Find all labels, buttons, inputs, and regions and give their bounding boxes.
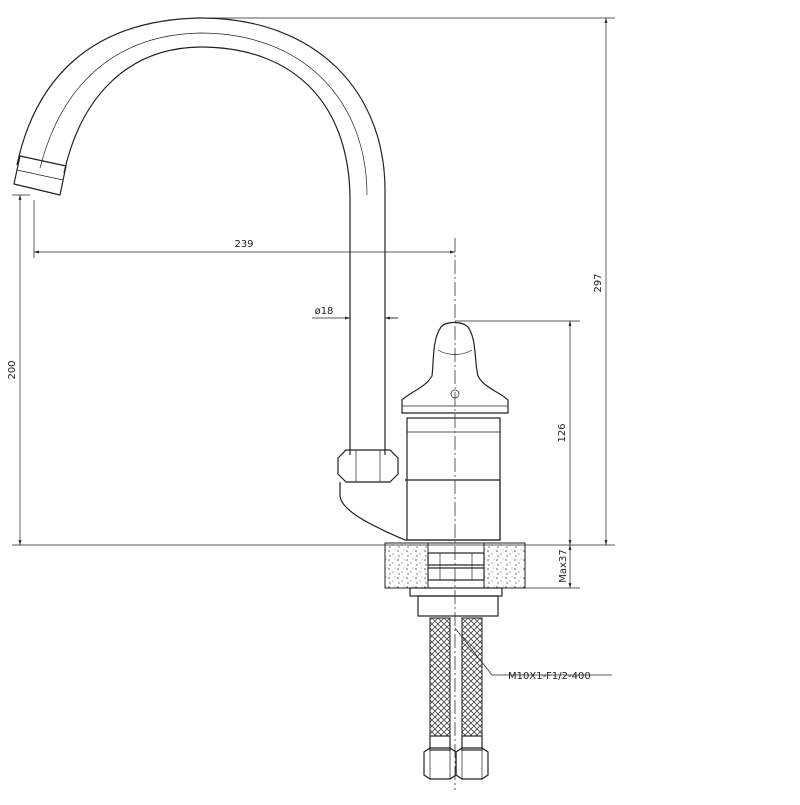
label-reach: 239 xyxy=(234,239,253,250)
hose-callout-leader xyxy=(454,627,612,676)
label-spout-height: 200 xyxy=(7,360,18,379)
hose-nuts xyxy=(423,747,489,780)
dimension-body-height xyxy=(455,320,580,545)
spout-nut xyxy=(337,449,399,483)
spout xyxy=(16,17,386,455)
label-body-height: 126 xyxy=(557,423,568,442)
label-hose-spec: M10X1-F1/2-400 xyxy=(508,671,591,682)
aerator-tip xyxy=(13,155,67,196)
dimension-mount-thickness xyxy=(525,545,580,589)
label-diameter: ø18 xyxy=(315,306,334,317)
dimension-reach xyxy=(33,200,455,258)
faucet-body xyxy=(339,417,501,541)
dimension-spout-height xyxy=(12,194,30,545)
dimension-total-height xyxy=(200,17,615,545)
label-mount-thickness: Max37 xyxy=(558,549,569,582)
label-total-height: 297 xyxy=(593,273,604,292)
flexible-hoses xyxy=(429,617,483,751)
